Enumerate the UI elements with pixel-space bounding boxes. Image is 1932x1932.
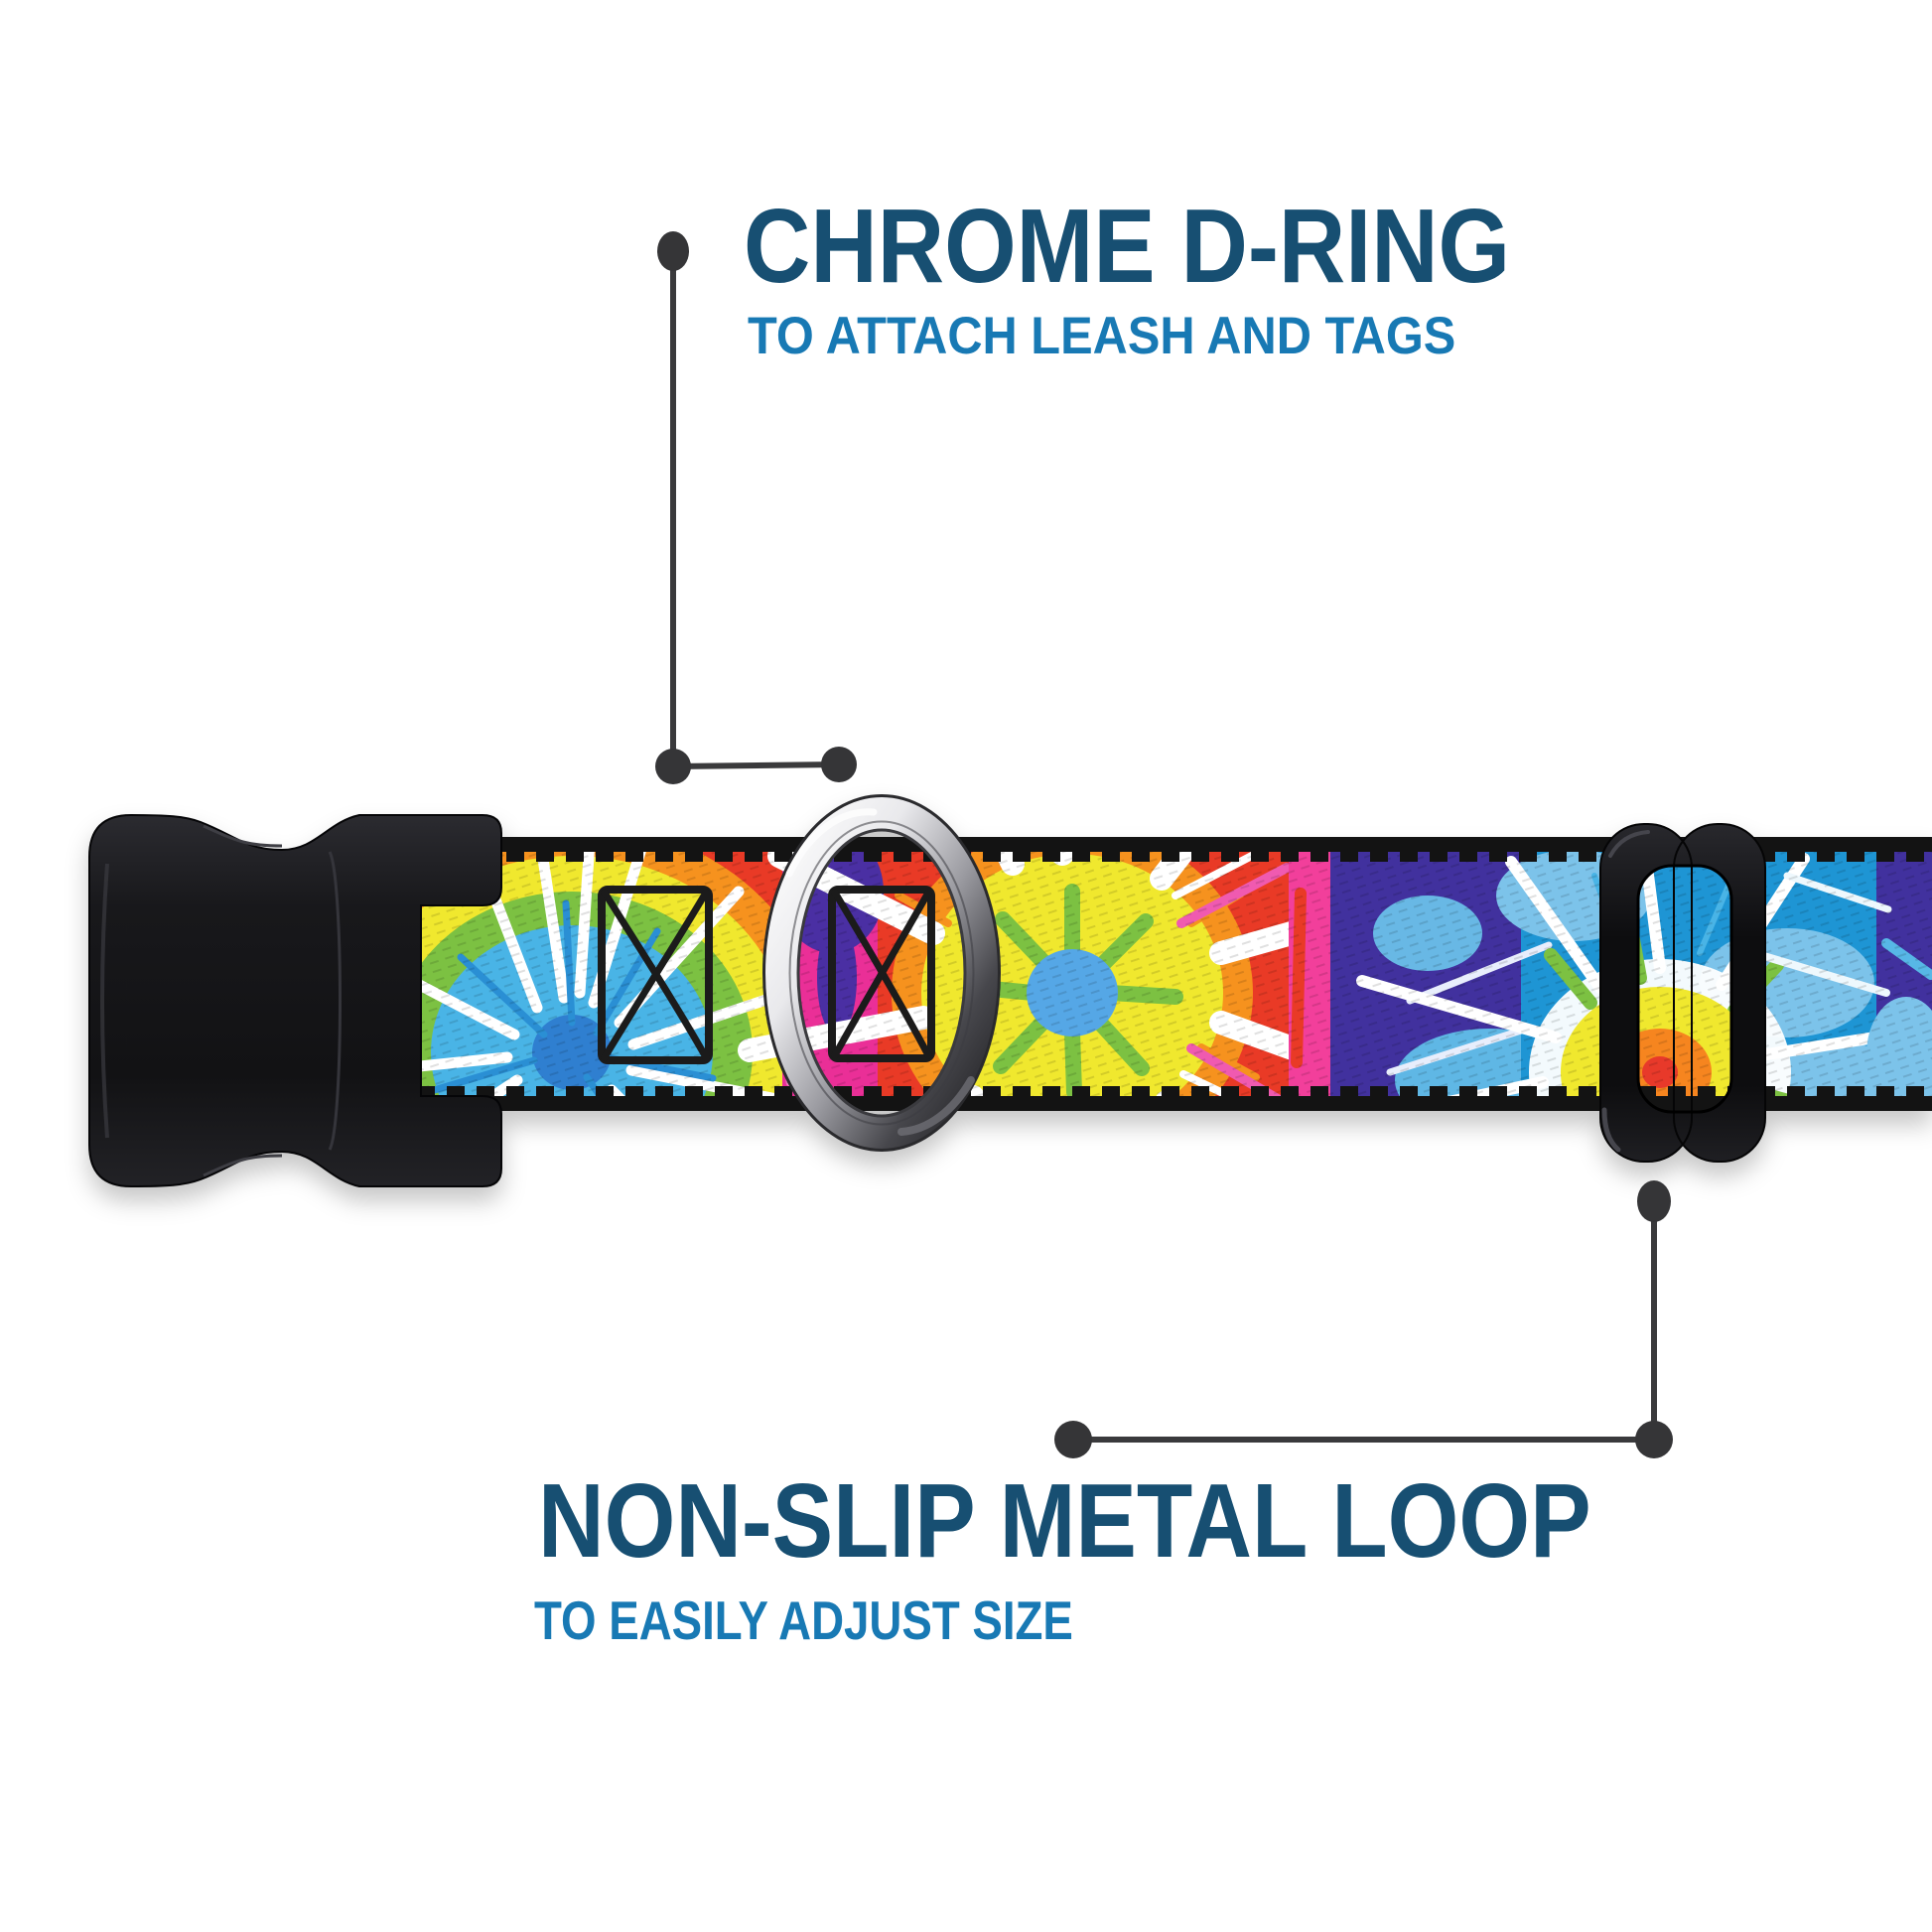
callout-line-top	[655, 231, 857, 784]
callout-line-bottom	[1054, 1180, 1673, 1458]
stitch-box	[598, 886, 713, 1064]
callout-subtitle-d-ring: TO ATTACH LEASH AND TAGS	[748, 307, 1456, 365]
callout-subtitle-metal-loop: TO EASILY ADJUST SIZE	[534, 1589, 1073, 1651]
callout-title-metal-loop: NON-SLIP METAL LOOP	[538, 1462, 1591, 1580]
metal-loop-slider	[1585, 808, 1783, 1177]
chrome-d-ring	[762, 794, 1001, 1152]
stitch-box	[828, 886, 935, 1062]
callout-title-d-ring: CHROME D-RING	[744, 188, 1511, 305]
collar-photo	[88, 794, 1932, 1188]
side-release-buckle	[88, 813, 502, 1188]
